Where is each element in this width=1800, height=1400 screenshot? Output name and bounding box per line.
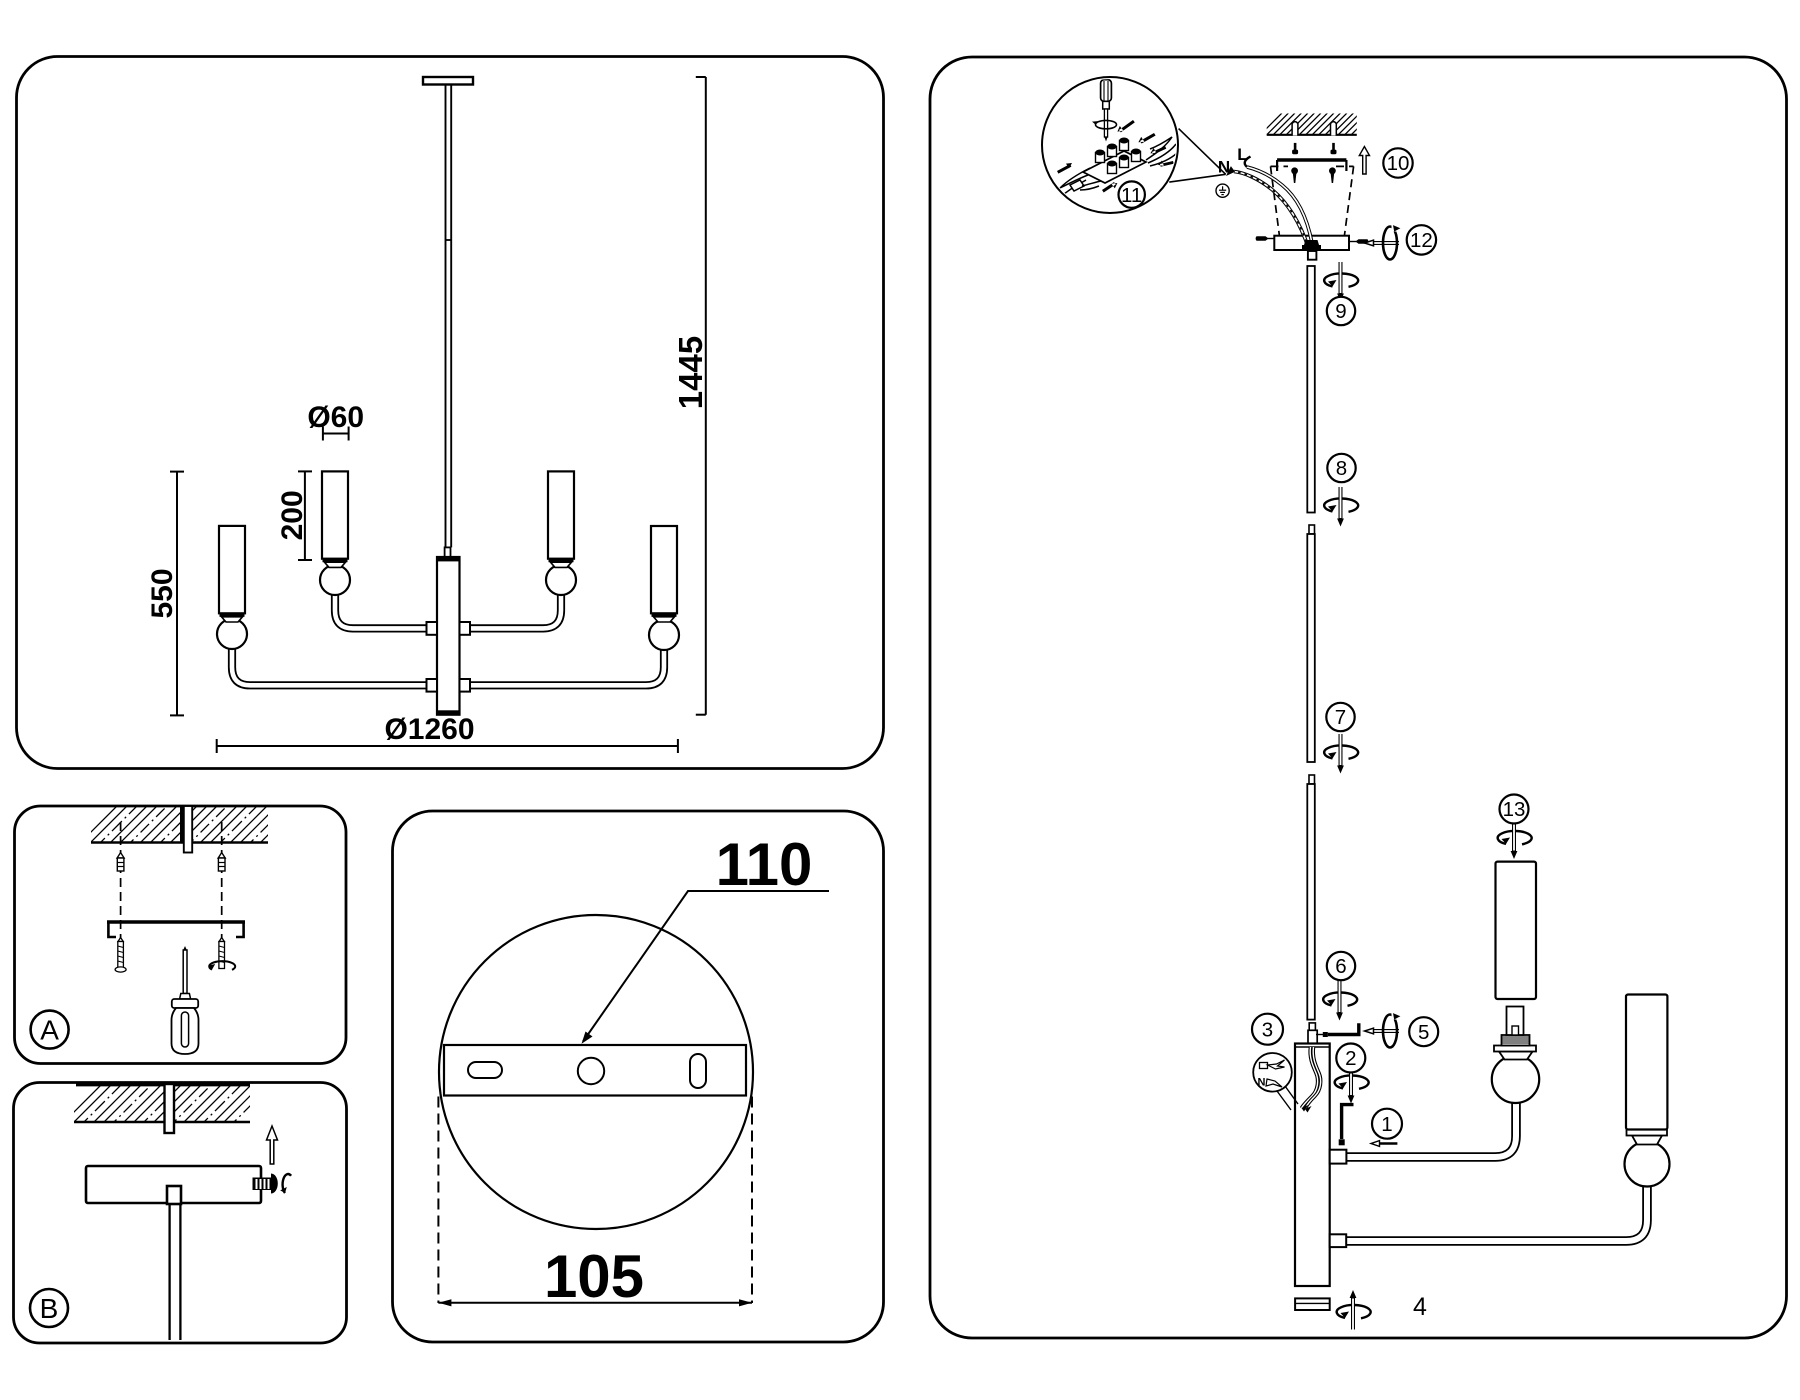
svg-text:12: 12 [1410, 229, 1433, 252]
svg-text:9: 9 [1335, 300, 1346, 323]
svg-text:200: 200 [276, 490, 309, 540]
svg-text:A: A [40, 1015, 59, 1046]
svg-text:Ø60: Ø60 [307, 401, 364, 434]
svg-text:110: 110 [716, 831, 813, 898]
svg-text:N: N [1218, 158, 1230, 177]
svg-text:B: B [40, 1293, 59, 1324]
svg-text:7: 7 [1335, 706, 1346, 729]
svg-text:11: 11 [1121, 184, 1142, 207]
svg-text:4: 4 [1413, 1293, 1427, 1321]
svg-text:1445: 1445 [672, 336, 709, 409]
svg-text:3: 3 [1262, 1018, 1273, 1041]
svg-text:Ø1260: Ø1260 [384, 713, 474, 746]
svg-text:8: 8 [1336, 457, 1347, 480]
svg-text:N: N [1258, 1077, 1266, 1089]
svg-text:13: 13 [1503, 798, 1526, 821]
svg-text:550: 550 [146, 568, 179, 618]
svg-text:10: 10 [1387, 152, 1410, 175]
svg-text:105: 105 [544, 1243, 644, 1310]
svg-text:2: 2 [1345, 1047, 1356, 1070]
svg-text:6: 6 [1335, 955, 1346, 978]
svg-text:1: 1 [1381, 1113, 1392, 1136]
svg-text:5: 5 [1418, 1021, 1429, 1044]
svg-text:L: L [1237, 145, 1247, 164]
